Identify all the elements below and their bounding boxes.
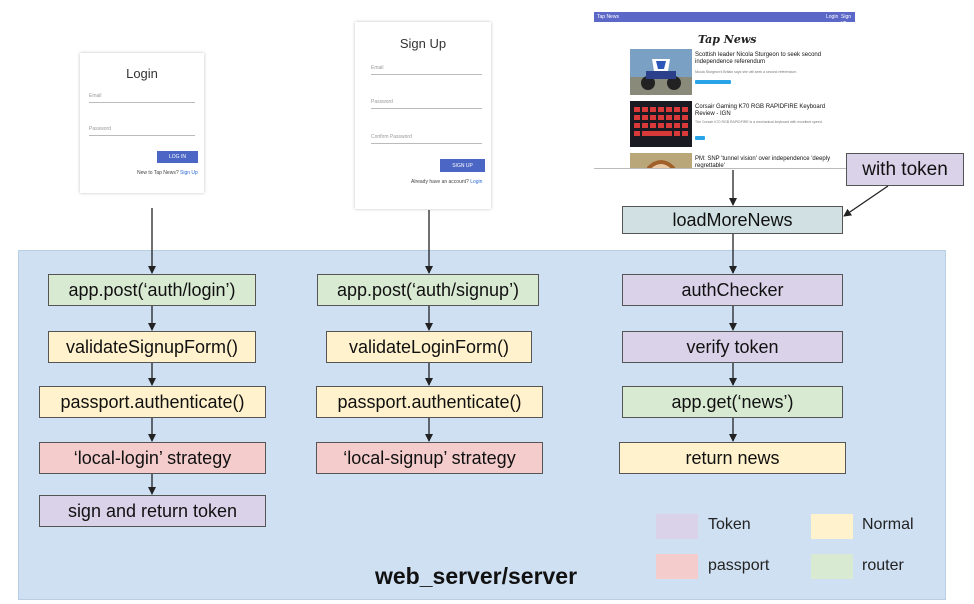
news-navbar-login: Login — [826, 14, 839, 20]
login-footer-link: Sign Up — [180, 170, 198, 176]
legend-normal-label: Normal — [862, 516, 914, 533]
signup-email-field — [371, 74, 482, 75]
signup-footer-text: Already have an account? — [411, 179, 469, 185]
login-footer-text: New to Tap News? — [137, 170, 179, 176]
news-navbar-signup: Sign up — [841, 14, 852, 26]
login-email-label: Email — [89, 93, 102, 99]
signup-confirm-label: Confirm Password — [371, 134, 412, 140]
arrow-token-to-loadmore — [843, 185, 889, 217]
signup-title: Sign Up — [399, 36, 447, 51]
news-item-1-tag — [695, 80, 731, 84]
news-item-2-title: Corsair Gaming K70 RGB RAPIDFIRE Keyboar… — [695, 104, 826, 117]
news-logo: Tap News — [698, 33, 757, 46]
signup-route-box: app.post(‘auth/signup’) — [317, 274, 539, 306]
login-footer: New to Tap News? Sign Up — [137, 170, 198, 176]
with-token-box: with token — [846, 153, 964, 186]
server-region — [18, 250, 946, 600]
news-thumb-motorbike — [630, 49, 692, 95]
signup-passport-box: passport.authenticate() — [316, 386, 543, 418]
login-button: LOG IN — [157, 151, 198, 163]
auth-checker-box: authChecker — [622, 274, 843, 306]
login-password-field — [89, 135, 195, 136]
login-strategy-box: ‘local-login’ strategy — [39, 442, 266, 474]
signup-button: SIGN UP — [440, 159, 485, 172]
news-thumb-portrait — [630, 153, 692, 168]
legend-passport-swatch — [656, 554, 698, 579]
server-label: web_server/server — [375, 563, 578, 589]
app-get-news-box: app.get(‘news’) — [622, 386, 843, 418]
login-screenshot: Login Email Password LOG IN New to Tap N… — [80, 53, 204, 193]
legend-router-label: router — [862, 557, 904, 574]
legend-passport-label: passport — [708, 557, 770, 574]
signup-confirm-field — [371, 143, 482, 144]
login-title: Login — [126, 66, 158, 81]
login-validate-box: validateSignupForm() — [48, 331, 256, 363]
signup-strategy-box: ‘local-signup’ strategy — [316, 442, 543, 474]
legend-router-swatch — [811, 554, 853, 579]
legend-token-swatch — [656, 514, 698, 539]
signup-email-label: Email — [371, 65, 384, 71]
login-email-field — [89, 102, 195, 103]
legend-token-label: Token — [708, 516, 751, 533]
news-item-1-title: Scottish leader Nicola Sturgeon to seek … — [695, 52, 822, 65]
news-item-3-title: PM: SNP 'tunnel vision' over independenc… — [695, 156, 831, 169]
news-item-2-tag — [695, 136, 705, 140]
news-navbar-title: Tap News — [597, 14, 619, 20]
signup-password-field — [371, 108, 482, 109]
verify-token-box: verify token — [622, 331, 843, 363]
login-token-box: sign and return token — [39, 495, 266, 527]
news-item-1-desc: Nicola Sturgeon's Britain says she will … — [695, 70, 798, 74]
news-screenshot: Tap News Login Sign up Tap News Scottish… — [594, 12, 855, 169]
news-item-2-desc: The Corsair K70 RGB RAPIDFIRE is a mecha… — [695, 120, 823, 124]
signup-screenshot: Sign Up Email Password Confirm Password … — [355, 22, 491, 209]
login-passport-box: passport.authenticate() — [39, 386, 266, 418]
return-news-box: return news — [619, 442, 846, 474]
signup-validate-box: validateLoginForm() — [326, 331, 532, 363]
signup-footer-link: Login — [470, 179, 483, 185]
login-route-box: app.post(‘auth/login’) — [48, 274, 256, 306]
news-thumb-keyboard — [630, 101, 692, 147]
load-more-news-box: loadMoreNews — [622, 206, 843, 234]
signup-footer: Already have an account? Login — [411, 179, 482, 185]
signup-password-label: Password — [371, 99, 393, 105]
legend-normal-swatch — [811, 514, 853, 539]
login-password-label: Password — [89, 126, 111, 132]
news-navbar — [594, 12, 855, 22]
